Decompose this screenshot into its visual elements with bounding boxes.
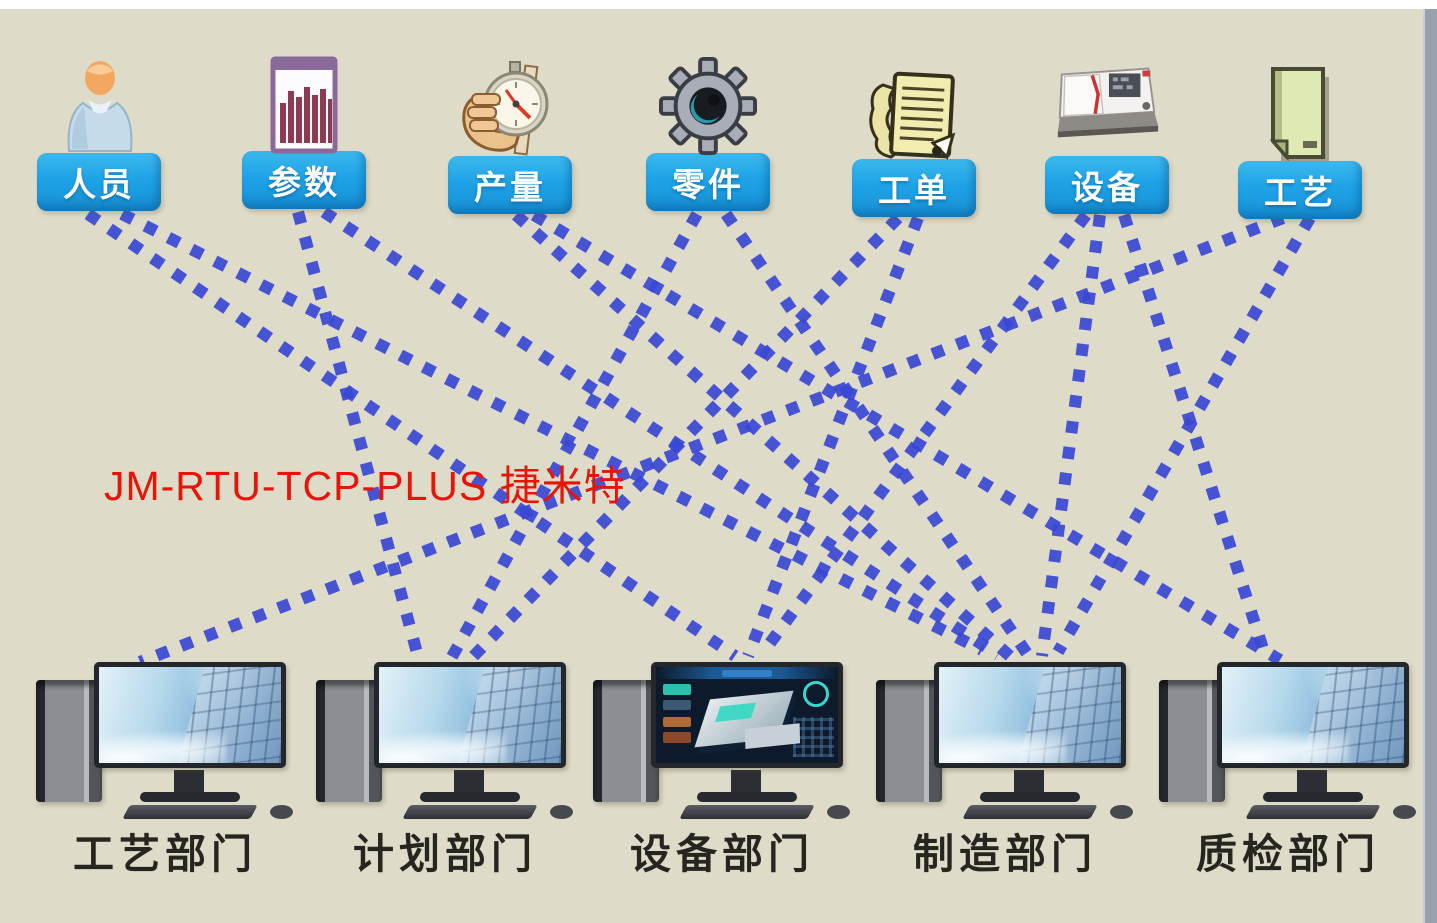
dashboard-panel [663, 716, 691, 728]
dashboard-title-bar [721, 669, 773, 677]
mouse [550, 805, 573, 819]
node-label-output: 产量 [448, 156, 572, 214]
monitor-base [980, 792, 1080, 802]
dashboard-panel [663, 732, 691, 743]
department-label-dept-planning: 计划部门 [353, 831, 537, 877]
keyboard [962, 805, 1098, 819]
monitor-stand [731, 770, 761, 794]
monitor-base [1263, 792, 1363, 802]
pc-tower [36, 680, 102, 802]
keyboard [679, 805, 815, 819]
monitor [651, 662, 843, 768]
node-equipment: 设备 [1045, 60, 1169, 220]
monitor-base [697, 792, 797, 802]
dashboard-3d-machine [693, 690, 793, 748]
connection-parts-dept-planning [442, 211, 703, 667]
wallpaper-clouds [99, 732, 227, 763]
department-label-dept-process: 工艺部门 [73, 831, 257, 877]
dashboard-gauge [802, 681, 829, 708]
watermark-text: JM-RTU-TCP-PLUS 捷米特 [104, 463, 626, 509]
cnc-machine-icon [1048, 60, 1166, 147]
gear-icon [659, 57, 757, 160]
wallpaper-clouds [1222, 732, 1350, 763]
connection-output-dept-quality [530, 209, 1284, 666]
node-parts: 零件 [646, 57, 770, 217]
monitor-stand [1297, 770, 1327, 794]
mouse [1393, 805, 1416, 819]
node-label-parameters: 参数 [242, 151, 366, 209]
connection-equipment-dept-equipment [757, 211, 1091, 658]
monitor-stand [1014, 770, 1044, 794]
pc-tower [316, 680, 382, 802]
monitor [1217, 662, 1409, 768]
monitor-base [420, 792, 520, 802]
department-label-dept-manufacturing: 制造部门 [913, 831, 1097, 877]
keyboard [1245, 805, 1381, 819]
monitor [934, 662, 1126, 768]
department-label-dept-equipment: 设备部门 [630, 831, 814, 877]
connection-process-dept-process [137, 212, 1286, 668]
node-label-personnel: 人员 [37, 153, 161, 211]
mouse [827, 805, 850, 819]
dashboard-panel [663, 699, 691, 711]
monitor [94, 662, 286, 768]
connection-equipment-dept-manufacturing [1036, 214, 1106, 657]
workstation-dept-manufacturing: 制造部门 [874, 642, 1136, 882]
stopwatch-hand-icon [454, 60, 566, 167]
dashboard-panel [663, 684, 691, 695]
process-doc-icon [1265, 65, 1335, 170]
workstation-dept-quality: 质检部门 [1157, 642, 1419, 882]
node-personnel: 人员 [37, 57, 161, 217]
node-parameters: 参数 [242, 55, 366, 215]
workstation-dept-planning: 计划部门 [314, 642, 576, 882]
work-order-icon [861, 63, 967, 170]
node-label-workorder: 工单 [852, 159, 976, 217]
connection-equipment-dept-quality [1118, 213, 1272, 660]
mouse [270, 805, 293, 819]
workstation-dept-process: 工艺部门 [34, 642, 296, 882]
wallpaper-screen [379, 667, 561, 763]
monitor-base [140, 792, 240, 802]
keyboard [122, 805, 258, 819]
mouse [1110, 805, 1133, 819]
monitor-stand [454, 770, 484, 794]
connection-process-dept-manufacturing [1052, 214, 1316, 656]
monitor [374, 662, 566, 768]
wallpaper-clouds [939, 732, 1067, 763]
connection-parameters-dept-manufacturing [320, 206, 1002, 661]
connection-parameters-dept-planning [292, 210, 426, 666]
dashboard-screen [656, 667, 838, 763]
pc-tower [876, 680, 942, 802]
connection-personnel-dept-manufacturing [119, 208, 985, 656]
pc-tower [1159, 680, 1225, 802]
monitor-stand [174, 770, 204, 794]
node-label-process: 工艺 [1238, 161, 1362, 219]
node-workorder: 工单 [852, 63, 976, 223]
connection-personnel-dept-equipment [84, 209, 739, 661]
node-label-parts: 零件 [646, 153, 770, 211]
department-label-dept-quality: 质检部门 [1196, 831, 1380, 877]
connection-workorder-dept-equipment [742, 215, 924, 659]
node-output: 产量 [448, 60, 572, 220]
connection-output-dept-manufacturing [512, 210, 1016, 663]
node-label-equipment: 设备 [1045, 156, 1169, 214]
workstation-dept-equipment: 设备部门 [591, 642, 853, 882]
node-process: 工艺 [1238, 65, 1362, 225]
pc-tower [593, 680, 659, 802]
keyboard [402, 805, 538, 819]
bar-chart-doc-icon [269, 55, 339, 160]
top-edge-strip [0, 0, 1437, 9]
wallpaper-clouds [379, 732, 507, 763]
person-icon [58, 57, 140, 158]
wallpaper-screen [939, 667, 1121, 763]
wallpaper-screen [1222, 667, 1404, 763]
connection-parts-dept-manufacturing [721, 210, 1033, 659]
wallpaper-screen [99, 667, 281, 763]
scrollbar-track[interactable] [1423, 9, 1437, 923]
